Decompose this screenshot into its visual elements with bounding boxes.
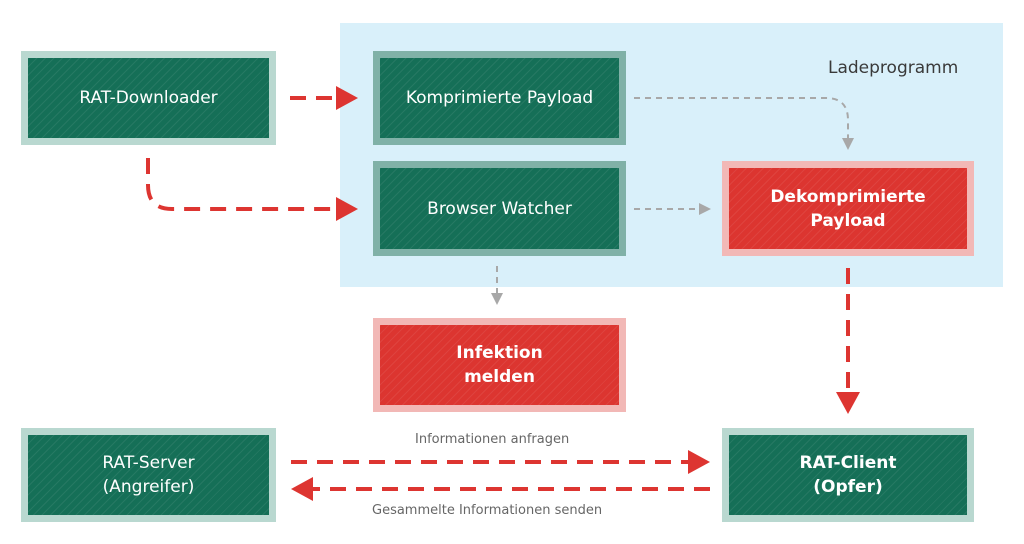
arrowhead-browser-watcher-to-infektion xyxy=(491,293,503,305)
node-rat-downloader: RAT-Downloader xyxy=(21,51,276,145)
edge-downloader-to-browser-watcher xyxy=(146,158,338,211)
node-komprimierte-payload: Komprimierte Payload xyxy=(373,51,626,145)
ladeprogramm-label: Ladeprogramm xyxy=(828,58,959,78)
node-infektion-melden: Infektion melden xyxy=(373,318,626,412)
node-browser-watcher: Browser Watcher xyxy=(373,161,626,256)
arrowhead-dekomprimierte-to-rat-client xyxy=(836,392,860,414)
node-rat-client: RAT-Client (Opfer) xyxy=(722,428,974,522)
node-dekomprimierte-payload: Dekomprimierte Payload xyxy=(722,161,974,256)
arrowhead-komprimierte-to-dekomprimierte xyxy=(842,138,854,150)
arrowhead-downloader-to-browser-watcher xyxy=(336,197,358,221)
arrowhead-client-to-server xyxy=(291,477,313,501)
arrowhead-server-to-client xyxy=(688,450,710,474)
label-gesammelte-informationen-senden: Gesammelte Informationen senden xyxy=(372,503,603,518)
label-informationen-anfragen: Informationen anfragen xyxy=(415,432,570,447)
node-rat-server: RAT-Server (Angreifer) xyxy=(21,428,276,522)
arrowhead-downloader-to-komprimierte xyxy=(336,86,358,110)
edge-komprimierte-to-dekomprimierte xyxy=(634,97,849,140)
arrowhead-browser-watcher-to-dekomprimierte xyxy=(699,203,711,215)
